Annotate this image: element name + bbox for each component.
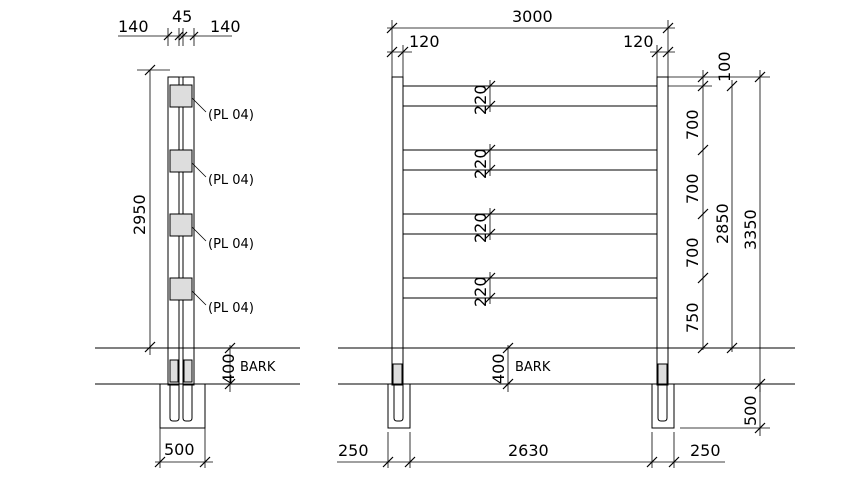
dim-tick [697, 272, 709, 284]
dim-tick [386, 46, 398, 58]
dim-tick [697, 208, 709, 220]
dim-tick [189, 31, 199, 41]
dim-tick [386, 22, 398, 34]
front-bottom-plate-right [657, 363, 668, 385]
rail-gap-220-4: 220 [471, 276, 490, 307]
front-anchor-right [657, 384, 668, 422]
leader-4 [191, 290, 207, 306]
dim-tick [502, 342, 514, 354]
rail-gap-220-1: 220 [471, 84, 490, 115]
side-footing-500: 500 [164, 440, 195, 459]
front-post-left [391, 76, 404, 386]
dim-tick [697, 71, 709, 83]
gap-dim-2: 220 [471, 144, 496, 179]
plate-label-2: (PL 04) [208, 173, 254, 188]
dim-tick [144, 64, 156, 76]
side-embed-400: 400 [219, 353, 238, 384]
side-plate-4 [169, 277, 193, 301]
spacing-700-3: 700 [683, 237, 702, 268]
leader-2 [191, 162, 207, 178]
bottom-2630: 2630 [508, 441, 549, 460]
dim-tick [397, 46, 409, 58]
dim-tick [382, 456, 394, 468]
spacing-700-2: 700 [683, 173, 702, 204]
front-view: 3000 120 120 220 [337, 7, 795, 468]
rail-gap-220-2: 220 [471, 148, 490, 179]
side-plate-1 [169, 84, 193, 108]
dim-tick [224, 342, 236, 354]
front-bottom-plate-left [392, 363, 403, 385]
side-bark-label: BARK [240, 360, 276, 375]
dim-tick [754, 422, 766, 434]
dim-tick [199, 456, 211, 468]
plate-label-1: (PL 04) [208, 108, 254, 123]
dim-tick [668, 456, 680, 468]
front-embed-400: 400 [489, 353, 508, 384]
side-plate-2 [169, 149, 193, 173]
dim-tick [651, 46, 663, 58]
side-view: 140 45 140 (PL 04) (PL 04) (PL 04) (PL 0… [95, 7, 300, 468]
side-dim-140-right: 140 [210, 17, 241, 36]
front-offset-left-120: 120 [409, 32, 440, 51]
plate-label-4: (PL 04) [208, 301, 254, 316]
front-width-3000: 3000 [512, 7, 553, 26]
front-footing-left [387, 383, 411, 429]
dim-tick [404, 456, 416, 468]
dim-tick [754, 71, 766, 83]
front-offset-right-120: 120 [623, 32, 654, 51]
front-post-right [656, 76, 669, 386]
plate-label-3: (PL 04) [208, 237, 254, 252]
dim-tick [697, 80, 709, 92]
side-anchor [169, 384, 180, 422]
front-footing-right [651, 383, 675, 429]
front-bark-label: BARK [515, 360, 551, 375]
dim-tick [502, 378, 514, 390]
side-bottom-plate [169, 359, 179, 383]
dim-tick [726, 80, 738, 92]
leader-3 [191, 226, 207, 242]
dim-tick [163, 31, 173, 41]
dim-tick [662, 22, 674, 34]
spacing-750: 750 [683, 302, 702, 333]
mid-height-2850: 2850 [713, 203, 732, 244]
spacing-700-1: 700 [683, 109, 702, 140]
dim-tick [224, 378, 236, 390]
side-anchor [182, 384, 193, 422]
dim-tick [178, 31, 188, 41]
side-dim-45: 45 [172, 7, 192, 26]
gap-dim-1: 220 [471, 80, 496, 115]
dim-tick [144, 341, 156, 353]
dim-tick [646, 456, 658, 468]
dim-tick [697, 144, 709, 156]
dim-tick [662, 46, 674, 58]
bottom-250-right: 250 [690, 441, 721, 460]
bottom-250-left: 250 [338, 441, 369, 460]
gap-dim-4: 220 [471, 272, 496, 307]
leader-1 [191, 97, 207, 113]
dim-tick [154, 456, 166, 468]
rail-gap-220-3: 220 [471, 212, 490, 243]
dim-tick [174, 31, 184, 41]
footing-depth-500: 500 [741, 395, 760, 426]
gap-dim-3: 220 [471, 208, 496, 243]
total-height-3350: 3350 [741, 209, 760, 250]
spacing-100: 100 [715, 51, 734, 82]
side-height-2950: 2950 [130, 194, 149, 235]
front-anchor-left [393, 384, 404, 422]
side-bottom-plate [183, 359, 193, 383]
side-plate-3 [169, 213, 193, 237]
side-dim-140-left: 140 [118, 17, 149, 36]
